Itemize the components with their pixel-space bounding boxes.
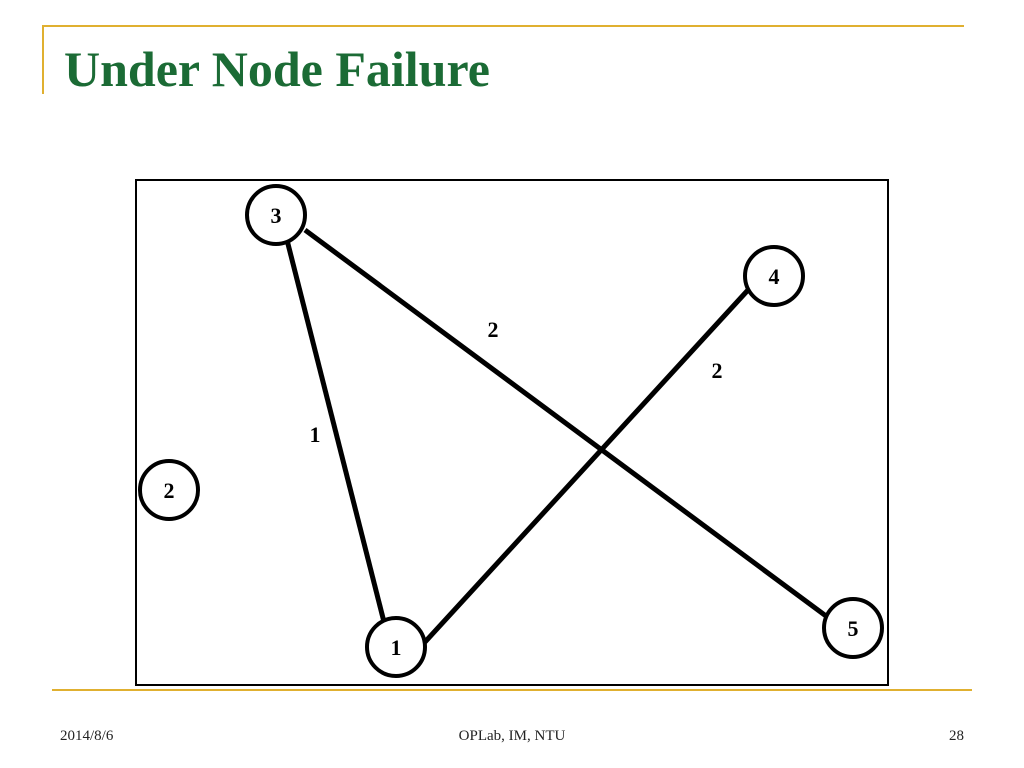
- node-2: 2: [138, 459, 200, 521]
- slide-title: Under Node Failure: [64, 41, 490, 97]
- node-2-label: 2: [164, 478, 175, 503]
- edge-1-4-label: 2: [712, 358, 723, 383]
- footer-organization: OPLab, IM, NTU: [458, 728, 566, 744]
- edge-3-5: [303, 227, 828, 619]
- title-accent-bar: [42, 26, 44, 94]
- node-4: 4: [743, 245, 805, 307]
- footer-date: 2014/8/6: [60, 728, 114, 744]
- footer-divider: [52, 689, 972, 691]
- edge-3-1: [284, 239, 387, 623]
- edge-3-5-label: 2: [488, 317, 499, 342]
- title-accent-line: [42, 25, 964, 27]
- node-1-label: 1: [391, 635, 402, 660]
- edge-3-1-label: 1: [310, 422, 321, 447]
- node-3-label: 3: [271, 203, 282, 228]
- node-5-label: 5: [848, 616, 859, 641]
- node-1: 1: [365, 616, 427, 678]
- slide-number: 28: [949, 728, 964, 744]
- node-4-label: 4: [769, 264, 780, 289]
- node-3: 3: [245, 184, 307, 246]
- edge-1-4: [423, 288, 750, 644]
- node-5: 5: [822, 597, 884, 659]
